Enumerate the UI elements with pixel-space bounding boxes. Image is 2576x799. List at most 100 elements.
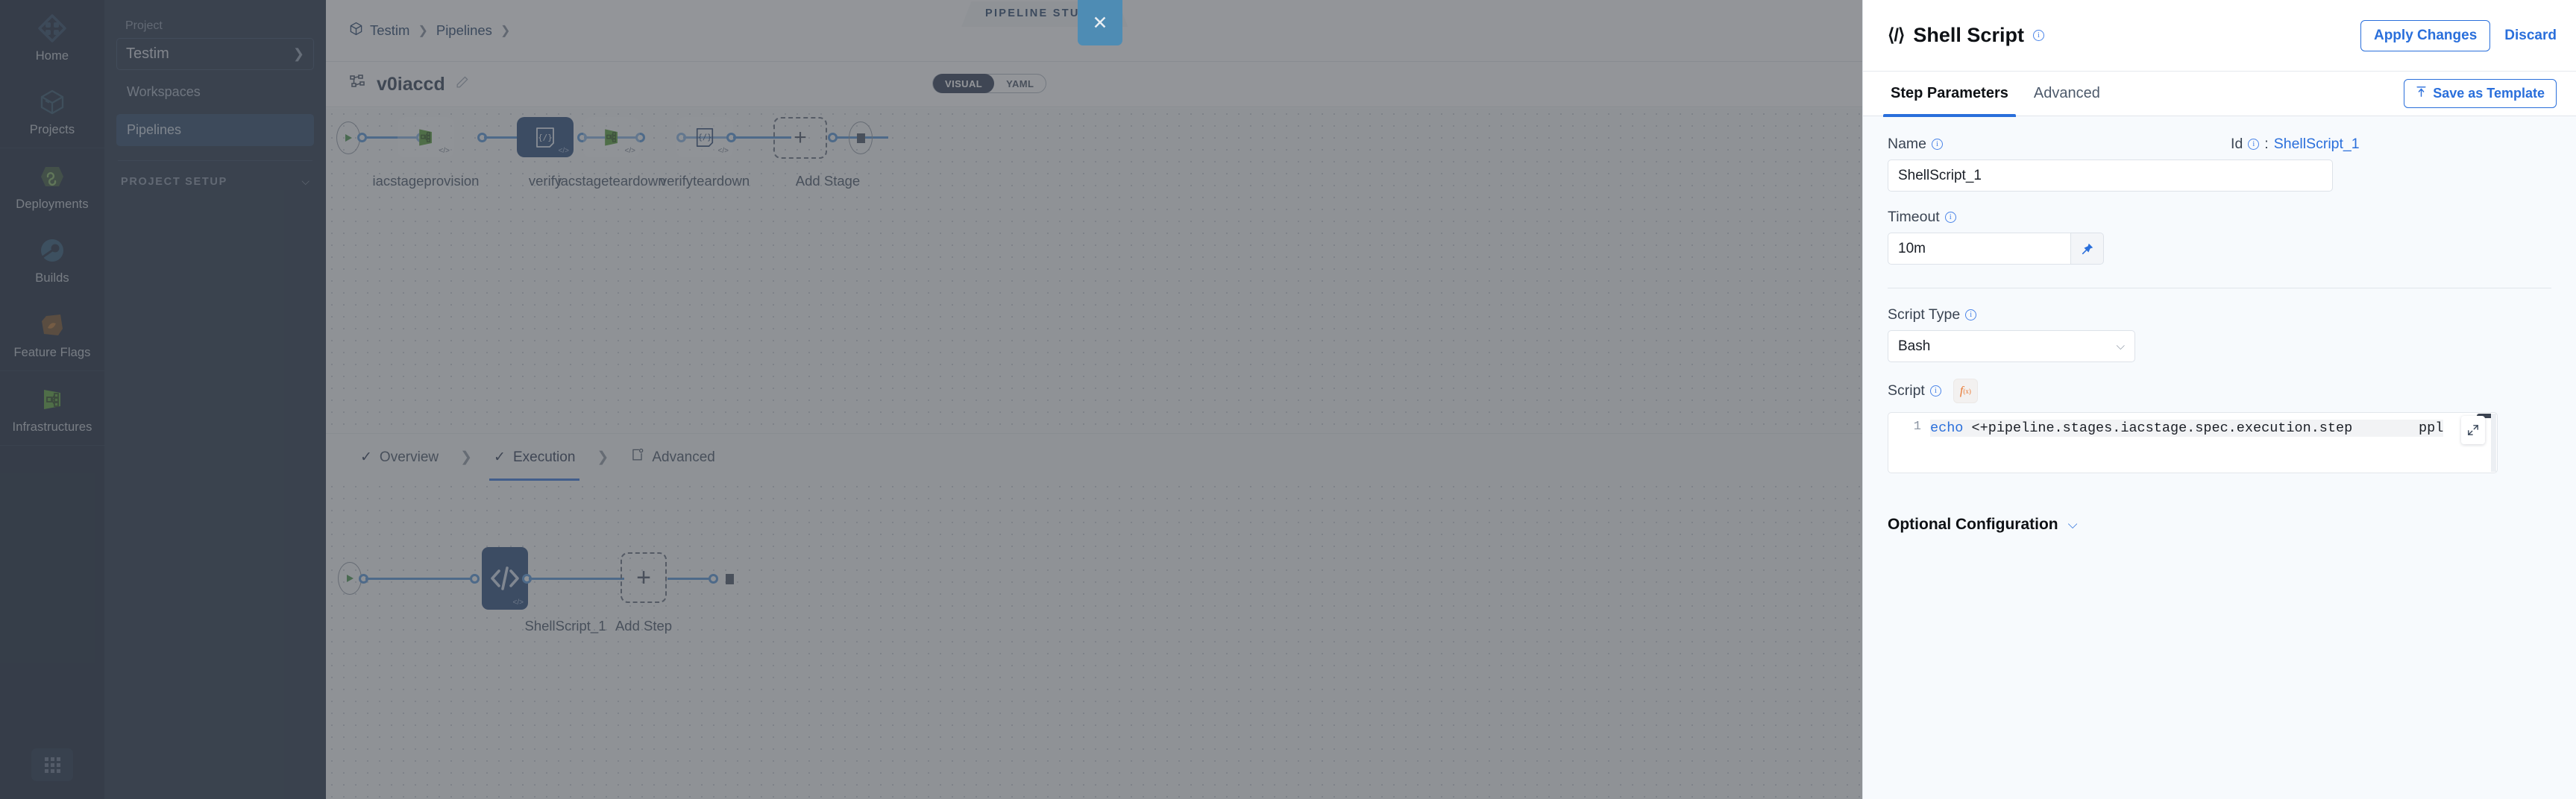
tab-advanced[interactable]: Advanced [2033,85,2100,101]
breadcrumb-separator: ❯ [418,25,428,37]
pin-icon[interactable] [2070,233,2104,265]
nav-item-builds[interactable]: Builds [0,222,104,296]
stop-square-icon [856,133,865,143]
breadcrumb-link-pipelines[interactable]: Pipelines [436,22,492,38]
nav-item-projects[interactable]: Projects [0,74,104,148]
optional-configuration-toggle[interactable]: Optional Configuration ⌵ [1888,516,2551,534]
nav-group-middle: Deployments Builds [0,148,104,371]
discard-button[interactable]: Discard [2504,27,2557,43]
close-drawer-button[interactable]: ✕ [1078,0,1122,45]
info-icon[interactable]: i [1944,212,1956,223]
mode-toggle[interactable]: VISUAL YAML [932,74,1047,93]
nav-group-top: Home Projects [0,0,104,149]
infrastructure-icon [37,384,68,415]
script-type-select[interactable]: Bash ⌵ [1888,330,2135,362]
app-grid-icon[interactable] [31,748,73,781]
tab-execution[interactable]: ✓ Execution [482,434,587,481]
project-cube-icon [349,22,363,40]
stage-node-verifyteardown[interactable]: {/} </> [676,117,733,157]
rail-bottom-area [0,736,104,799]
code-horizontal-scrollbar[interactable] [2477,414,2496,418]
project-name: Testim [126,45,169,62]
shell-script-icon: {/} [536,127,554,148]
project-selector[interactable]: Testim ❯ [116,38,314,70]
script-label-row: Script i f(x) [1888,379,2551,403]
advanced-gear-icon [630,448,644,467]
stage-node-verify[interactable]: {/} </> [517,117,574,157]
graph-edge [667,578,714,580]
svg-text:{/}: {/} [538,133,553,142]
info-icon[interactable]: i [2248,139,2260,150]
nav-item-infrastructures[interactable]: Infrastructures [0,371,104,445]
save-as-template-label: Save as Template [2433,86,2545,101]
code-vertical-scrollbar[interactable] [2491,414,2496,472]
check-icon: ✓ [494,449,506,465]
script-label: Script i [1888,382,1941,400]
chevron-right-icon: ❯ [292,46,304,61]
pipeline-end-node[interactable] [849,121,873,154]
tab-advanced[interactable]: Advanced [618,434,727,481]
sidebar-divider [118,160,312,161]
step-node-shellscript-1[interactable]: </> [482,547,528,610]
nav-item-deployments[interactable]: Deployments [0,148,104,222]
nav-item-feature-flags[interactable]: Feature Flags [0,297,104,370]
nav-group-bottom: Infrastructures [0,371,104,446]
add-step-button[interactable]: + [621,552,667,603]
stage-node-iacstageprovision[interactable]: </> [398,117,454,157]
add-stage-button[interactable]: + [773,117,827,159]
timeout-field-group: 10m [1888,233,2104,265]
save-as-template-button[interactable]: Save as Template [2404,79,2557,108]
expand-arrows-icon[interactable] [2461,416,2485,444]
page-title: v0iaccd [377,73,445,95]
flag-hex-icon [37,309,68,341]
sidebar-item-pipelines[interactable]: Pipelines [116,114,314,146]
code-line-number: 1 [1913,420,1921,434]
stage-node-iacstageteardown[interactable]: </> [583,117,640,157]
shell-script-icon: {/} [696,127,714,147]
drawer-tab-bar: Step Parameters Advanced Save as Templat… [1863,72,2576,117]
node-type-badge: </> [512,599,524,607]
script-type-label: Script Type i [1888,306,2551,323]
mode-toggle-yaml[interactable]: YAML [1006,78,1034,89]
name-label: Name i [1888,136,1944,153]
stage-node-label: iacstageprovision [372,173,480,189]
drawer-header: ⟨/⟩ Shell Script i Apply Changes Discard [1863,0,2576,72]
info-icon[interactable]: i [1929,385,1941,397]
code-expression: <+pipeline.stages.iacstage.spec.executio… [1963,420,2444,436]
project-label: Project [125,19,163,32]
drawer-title-text: Shell Script [1913,24,2024,46]
nav-item-label: Builds [35,271,69,285]
chevron-down-icon: ⌵ [301,175,310,187]
tab-separator-icon: ❯ [597,449,609,465]
timeout-input[interactable]: 10m [1888,233,2070,265]
tab-overview[interactable]: ✓ Overview [348,434,450,481]
info-icon[interactable]: i [2032,30,2044,41]
code-text-area[interactable]: echo <+pipeline.stages.iacstage.spec.exe… [1930,413,2497,473]
pipeline-nodes-icon [349,74,367,95]
name-input[interactable]: ShellScript_1 [1888,160,2333,192]
sidebar-item-workspaces[interactable]: Workspaces [127,84,201,99]
sidebar-section-project-setup[interactable]: PROJECT SETUP ⌵ [116,175,314,188]
breadcrumb-separator: ❯ [500,25,511,37]
edit-pencil-icon[interactable] [455,75,469,93]
gear-circle-icon [37,235,68,266]
expression-fx-button[interactable]: f(x) [1953,379,1978,403]
stage-node-label: verifyteardown [659,173,750,189]
mode-toggle-visual[interactable]: VISUAL [933,74,995,93]
nav-item-label: Infrastructures [12,420,92,434]
script-code-editor[interactable]: 1 echo <+pipeline.stages.iacstage.spec.e… [1888,412,2498,473]
drawer-actions: Apply Changes Discard [2360,19,2557,51]
graph-edge [529,578,624,580]
name-id-row: Name i Id i : ShellScript_1 [1888,136,2551,153]
tab-step-parameters[interactable]: Step Parameters [1883,72,2016,117]
chevron-down-icon: ⌵ [2116,340,2125,353]
info-icon[interactable]: i [1965,309,1977,320]
apply-changes-button[interactable]: Apply Changes [2360,19,2491,51]
graph-edge [365,578,474,580]
info-icon[interactable]: i [1932,139,1944,150]
nav-item-home[interactable]: Home [0,0,104,74]
node-type-badge: </> [717,147,729,155]
node-type-badge: </> [439,147,450,155]
breadcrumb-link-project[interactable]: Testim [370,22,410,38]
step-end-node[interactable] [717,563,741,596]
